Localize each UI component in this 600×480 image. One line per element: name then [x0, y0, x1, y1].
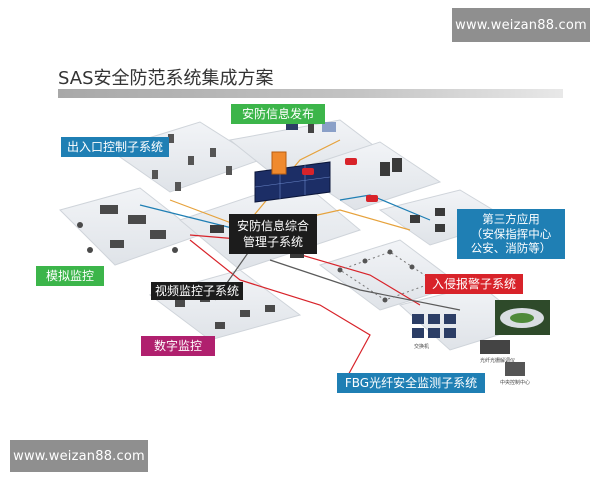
- watermark-bottom: www.weizan88.com: [10, 440, 148, 472]
- label-mgmt: 安防信息综合 管理子系统: [229, 214, 317, 254]
- monitor-icon: [286, 120, 298, 130]
- platform-access: [108, 121, 262, 193]
- page-title: SAS安全防范系统集成方案: [58, 68, 274, 89]
- platform-video: [148, 269, 302, 341]
- fbg-host-label: 光纤光栅解调仪: [480, 357, 515, 364]
- center-label: 中央控制中心: [500, 379, 530, 386]
- watermark-top: www.weizan88.com: [452, 8, 590, 42]
- fbg-devices: [412, 314, 525, 376]
- label-info-release: 安防信息发布: [231, 104, 325, 124]
- title-divider-bar: [58, 89, 563, 98]
- label-analog: 模拟监控: [36, 266, 104, 286]
- parking-cars: [302, 158, 402, 202]
- intrusion-perimeter: [337, 249, 438, 303]
- label-access-control: 出入口控制子系统: [61, 137, 169, 157]
- server-rack: [271, 151, 287, 175]
- phone-icon: [308, 122, 314, 133]
- label-digital: 数字监控: [141, 336, 215, 356]
- label-video: 视频监控子系统: [151, 282, 243, 300]
- label-fbg: FBG光纤安全监测子系统: [337, 373, 485, 393]
- label-third-party: 第三方应用 （安保指挥中心 公安、消防等）: [457, 209, 565, 259]
- stadium-image: [495, 300, 550, 335]
- label-intrusion: 入侵报警子系统: [425, 274, 523, 294]
- platform-parking: [293, 141, 442, 211]
- switch-label: 交换机: [414, 343, 429, 350]
- screen-icon: [322, 122, 336, 132]
- analog-devices: [77, 205, 178, 253]
